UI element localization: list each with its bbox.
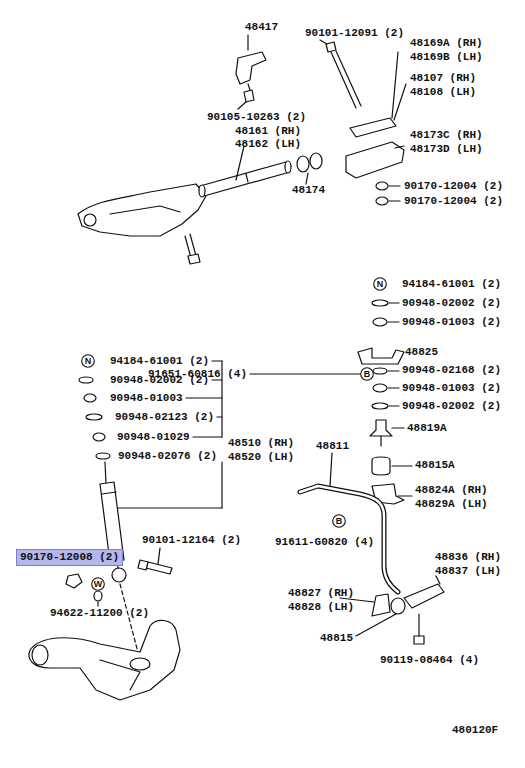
part-number: 94184-61001 (2) xyxy=(110,354,209,368)
part-number: 90948-02168 (2) xyxy=(402,363,501,377)
part-number: 48815 xyxy=(320,631,353,645)
symbol-circle: N xyxy=(81,354,95,368)
part-number: 90948-01029 xyxy=(117,430,190,444)
part-number: 94622-11200 (2) xyxy=(50,606,149,620)
part-number: 90101-12164 (2) xyxy=(142,533,241,547)
part-number: 90948-02123 (2) xyxy=(115,410,214,424)
circle-outline xyxy=(82,355,95,368)
symbol-circle: B xyxy=(360,367,374,381)
part-number: 48162 (LH) xyxy=(235,137,301,151)
part-number: 90105-10263 (2) xyxy=(207,110,306,124)
part-number: 48824A (RH) xyxy=(415,483,488,497)
part-number: 48108 (LH) xyxy=(410,85,476,99)
part-number: 48819A xyxy=(407,421,447,435)
part-number: 90948-02002 (2) xyxy=(110,373,209,387)
part-number: 480120F xyxy=(452,723,498,737)
part-number: 48837 (LH) xyxy=(435,564,501,578)
part-number: 48829A (LH) xyxy=(415,497,488,511)
part-number: 94184-61001 (2) xyxy=(402,277,501,291)
circle-outline xyxy=(333,515,346,528)
part-number: 90948-02076 (2) xyxy=(118,449,217,463)
part-number: 48836 (RH) xyxy=(435,550,501,564)
symbol-letter: W xyxy=(91,578,105,591)
part-number: 48161 (RH) xyxy=(235,124,301,138)
part-number: 90948-01003 (2) xyxy=(402,381,501,395)
symbol-letter: N xyxy=(373,278,387,291)
part-number: 48520 (LH) xyxy=(228,450,294,464)
part-number: 48827 (RH) xyxy=(288,586,354,600)
part-number: 90948-01003 (2) xyxy=(402,315,501,329)
part-number: 48811 xyxy=(316,439,349,453)
symbol-circle: W xyxy=(91,577,105,591)
part-number: 48828 (LH) xyxy=(288,600,354,614)
part-number: 90948-01003 xyxy=(110,391,183,405)
part-number: 48173C (RH) xyxy=(410,128,483,142)
circle-outline xyxy=(361,368,374,381)
symbol-letter: B xyxy=(332,515,346,528)
part-number: 48173D (LH) xyxy=(410,142,483,156)
highlight-box: 90170-12008 (2) xyxy=(16,549,123,566)
part-number: 48417 xyxy=(245,20,278,34)
part-number: 90948-02002 (2) xyxy=(402,296,501,310)
part-number: 48174 xyxy=(292,183,325,197)
part-number: 48510 (RH) xyxy=(228,436,294,450)
part-number: 90101-12091 (2) xyxy=(305,26,404,40)
circle-outline xyxy=(92,578,105,591)
symbol-letter: N xyxy=(81,355,95,368)
part-number: 91611-G0820 (4) xyxy=(275,535,374,549)
part-number: 90170-12004 (2) xyxy=(404,194,503,208)
part-number: 48815A xyxy=(415,458,455,472)
circle-outline xyxy=(374,278,387,291)
highlight-fill xyxy=(17,550,123,566)
part-number: 90170-12008 (2) xyxy=(16,550,123,565)
part-number: 48169A (RH) xyxy=(410,36,483,50)
symbol-circle: B xyxy=(332,514,346,528)
symbol-circle: N xyxy=(373,277,387,291)
part-number: 48107 (RH) xyxy=(410,71,476,85)
part-number: 48169B (LH) xyxy=(410,50,483,64)
part-number: 48825 xyxy=(405,345,438,359)
symbol-letter: B xyxy=(360,368,374,381)
part-number: 90948-02002 (2) xyxy=(402,399,501,413)
part-number: 90170-12004 (2) xyxy=(404,179,503,193)
part-number: 90119-08464 (4) xyxy=(380,653,479,667)
